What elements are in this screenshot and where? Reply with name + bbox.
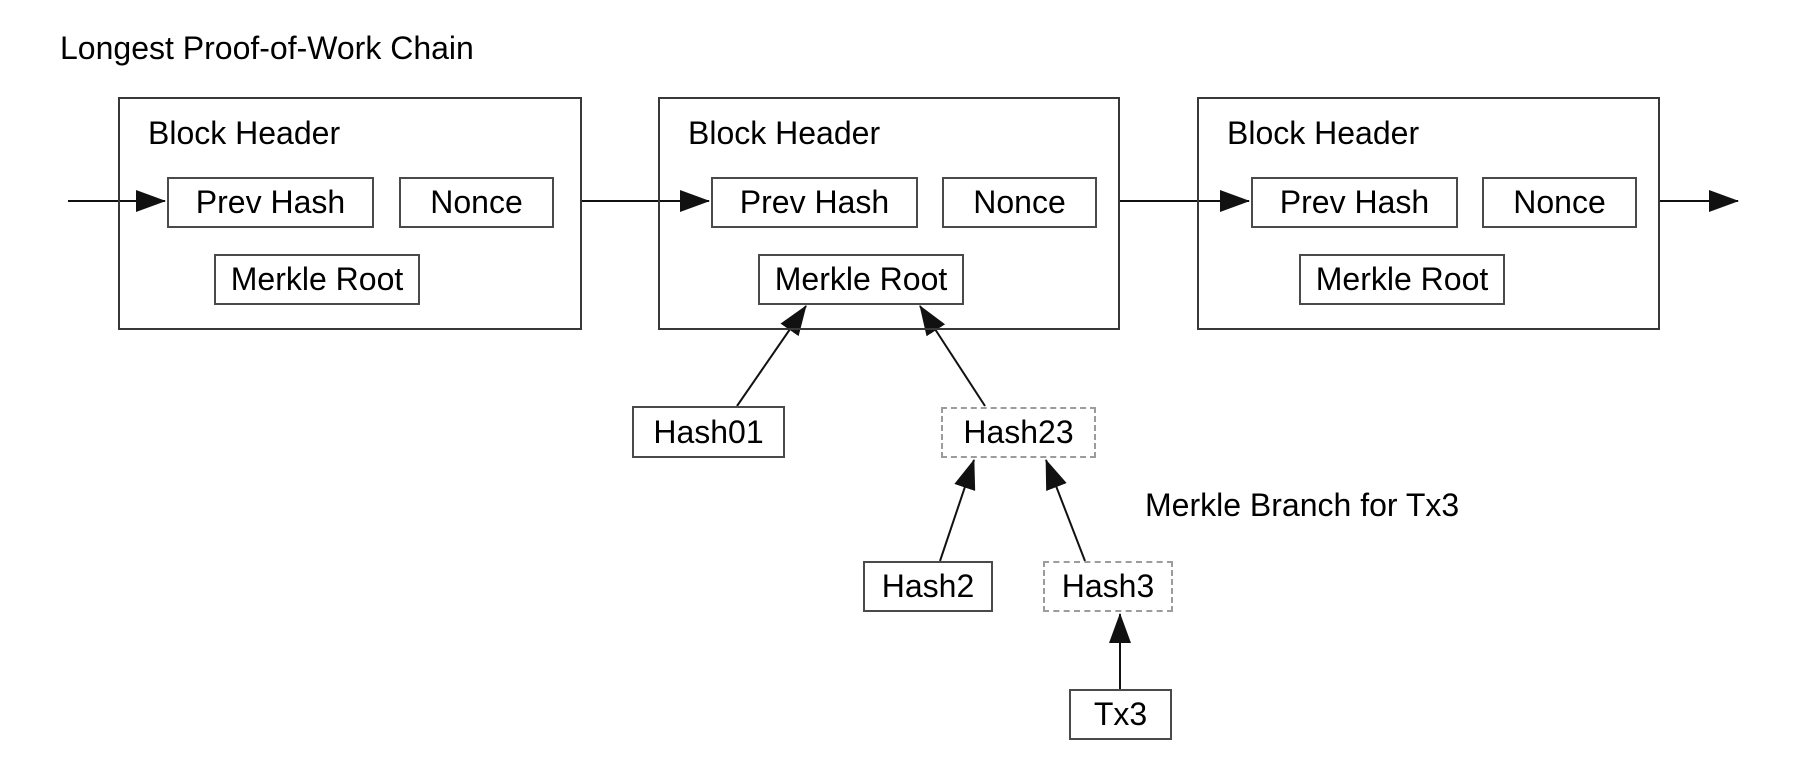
prev-hash-box: Prev Hash bbox=[711, 177, 918, 228]
nonce-box: Nonce bbox=[399, 177, 554, 228]
hash3-label: Hash3 bbox=[1061, 568, 1155, 604]
nonce-label: Nonce bbox=[430, 184, 523, 220]
nonce-box: Nonce bbox=[942, 177, 1097, 228]
hash01-label: Hash01 bbox=[653, 413, 764, 450]
prev-hash-box: Prev Hash bbox=[1251, 177, 1458, 228]
block-3: Block Header Prev Hash Nonce Merkle Root bbox=[1197, 97, 1660, 330]
block-header-label: Block Header bbox=[1227, 115, 1420, 151]
prev-hash-label: Prev Hash bbox=[195, 184, 346, 220]
arrow-hash23-to-merkle-root bbox=[919, 305, 986, 407]
tx3-box: Tx3 bbox=[1069, 689, 1172, 740]
hash2-box: Hash2 bbox=[863, 561, 993, 612]
block-2: Block Header Prev Hash Nonce Merkle Root bbox=[658, 97, 1120, 330]
merkle-root-label: Merkle Root bbox=[774, 261, 948, 297]
prev-hash-box: Prev Hash bbox=[167, 177, 374, 228]
hash3-box: Hash3 bbox=[1043, 561, 1173, 612]
tx3-label: Tx3 bbox=[1093, 696, 1148, 732]
nonce-box: Nonce bbox=[1482, 177, 1637, 228]
merkle-root-label: Merkle Root bbox=[1315, 261, 1489, 297]
hash23-label: Hash23 bbox=[963, 414, 1074, 450]
nonce-label: Nonce bbox=[1513, 184, 1606, 220]
merkle-root-box: Merkle Root bbox=[214, 254, 420, 305]
merkle-branch-annotation: Merkle Branch for Tx3 bbox=[1145, 487, 1460, 523]
diagram-title: Longest Proof-of-Work Chain bbox=[60, 30, 474, 66]
prev-hash-label: Prev Hash bbox=[739, 184, 890, 220]
block-1: Block Header Prev Hash Nonce Merkle Root bbox=[118, 97, 582, 330]
block-header-label: Block Header bbox=[148, 115, 341, 151]
hash23-box: Hash23 bbox=[941, 407, 1096, 458]
arrow-hash2-to-hash23 bbox=[939, 459, 976, 562]
hash01-box: Hash01 bbox=[632, 406, 785, 458]
hash2-label: Hash2 bbox=[881, 568, 975, 604]
block-header-label: Block Header bbox=[688, 115, 881, 151]
arrow-hash3-to-hash23 bbox=[1045, 459, 1086, 562]
merkle-root-box: Merkle Root bbox=[758, 254, 964, 305]
nonce-label: Nonce bbox=[973, 184, 1066, 220]
merkle-root-box: Merkle Root bbox=[1299, 254, 1505, 305]
merkle-root-label: Merkle Root bbox=[230, 261, 404, 297]
prev-hash-label: Prev Hash bbox=[1279, 184, 1430, 220]
arrow-hash01-to-merkle-root bbox=[736, 305, 807, 407]
